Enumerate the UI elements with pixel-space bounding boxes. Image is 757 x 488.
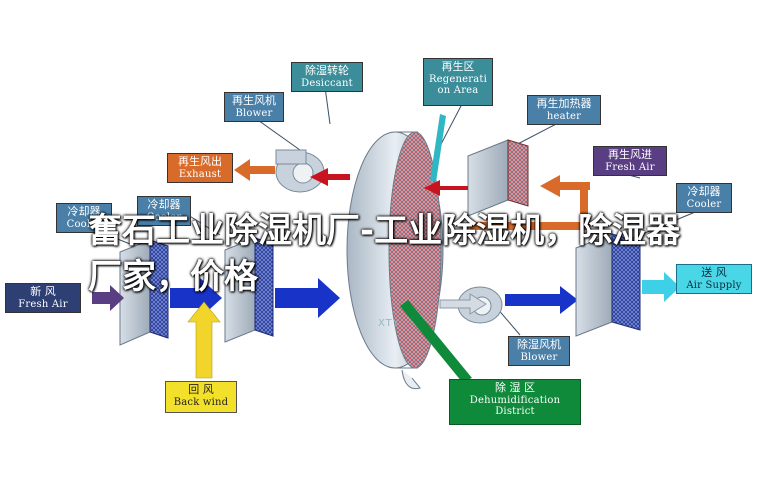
label-regen-blower-zh: 再生风机 xyxy=(232,94,276,107)
label-cooler-a-en: Cooler xyxy=(66,218,102,230)
label-exhaust-zh: 再生风出 xyxy=(178,155,222,168)
label-regen-heater-zh: 再生加热器 xyxy=(536,97,592,110)
label-back-wind-en: Back wind xyxy=(173,396,229,408)
small-watermark: XTY xyxy=(378,318,400,329)
regen-orange-arrow xyxy=(540,175,590,197)
fresh-air-arrow xyxy=(92,285,124,311)
label-cooler-a-zh: 冷却器 xyxy=(67,205,101,218)
label-dehumidification-district: 除 湿 区 Dehumidification District xyxy=(449,379,581,425)
regen-blower-shape xyxy=(275,149,325,193)
label-cooler-b: 冷却器 Cooler xyxy=(137,196,191,226)
label-process-blower: 除湿风机 Blower xyxy=(508,336,570,366)
label-regen-blower: 再生风机 Blower xyxy=(224,92,284,122)
label-cooler-right-en: Cooler xyxy=(686,198,722,210)
label-regen-heater-en: heater xyxy=(546,110,582,122)
label-exhaust: 再生风出 Exhaust xyxy=(167,153,233,183)
dehum-pointer xyxy=(400,300,472,382)
label-dehum-zh: 除 湿 区 xyxy=(495,381,535,394)
label-air-supply-zh: 送 风 xyxy=(701,266,727,279)
cooler-unit-1 xyxy=(119,239,169,346)
label-back-wind-zh: 回 风 xyxy=(188,383,214,396)
label-regeneration-zh: 再生区 xyxy=(441,60,475,73)
process-out-arrow xyxy=(439,286,578,315)
supply-arrow xyxy=(642,272,680,302)
label-cooler-right: 冷却器 Cooler xyxy=(676,183,732,213)
exhaust-arrow-orange xyxy=(234,159,275,181)
label-cooler-b-zh: 冷却器 xyxy=(147,198,181,211)
label-exhaust-en: Exhaust xyxy=(178,168,222,180)
label-regen-heater: 再生加热器 heater xyxy=(527,95,601,125)
regen-heater-box xyxy=(467,139,529,217)
desiccant-wheel xyxy=(346,131,444,390)
back-wind-arrow xyxy=(187,301,221,379)
regen-pointer xyxy=(430,114,446,182)
label-cooler-a: 冷却器 Cooler xyxy=(56,203,112,233)
label-desiccant: 除湿转轮 Desiccant xyxy=(291,62,363,92)
label-process-blower-en: Blower xyxy=(520,351,558,363)
label-cooler-right-zh: 冷却器 xyxy=(687,185,721,198)
label-regen-fresh-air: 再生风进 Fresh Air xyxy=(593,146,667,176)
label-regeneration-en2: on Area xyxy=(437,85,479,97)
regen-orange-link xyxy=(470,186,590,230)
label-dehum-en2: District xyxy=(495,406,535,418)
label-process-blower-zh: 除湿风机 xyxy=(517,338,561,351)
label-regeneration-area: 再生区 Regenerati on Area xyxy=(423,58,493,106)
label-air-supply-en: Air Supply xyxy=(686,279,742,291)
right-cooler-unit xyxy=(575,233,641,337)
regen-inlet-arrow-red xyxy=(424,180,468,196)
cooler-unit-2 xyxy=(224,237,274,343)
label-fresh-air-en: Fresh Air xyxy=(18,298,68,310)
label-cooler-b-en: Cooler xyxy=(146,211,182,223)
label-dehum-en1: Dehumidification xyxy=(469,394,561,406)
label-regen-blower-en: Blower xyxy=(235,107,273,119)
label-air-supply: 送 风 Air Supply xyxy=(676,264,752,294)
label-regen-fresh-zh: 再生风进 xyxy=(608,148,652,161)
label-regeneration-en1: Regenerati xyxy=(428,73,488,85)
label-desiccant-zh: 除湿转轮 xyxy=(305,64,349,77)
label-fresh-air: 新 风 Fresh Air xyxy=(5,283,81,313)
label-back-wind: 回 风 Back wind xyxy=(165,381,237,413)
exhaust-arrow-red xyxy=(310,168,350,186)
label-fresh-air-zh: 新 风 xyxy=(30,285,56,298)
label-desiccant-en: Desiccant xyxy=(301,77,353,89)
label-regen-fresh-en: Fresh Air xyxy=(605,161,655,173)
process-arrow-2 xyxy=(275,278,340,318)
